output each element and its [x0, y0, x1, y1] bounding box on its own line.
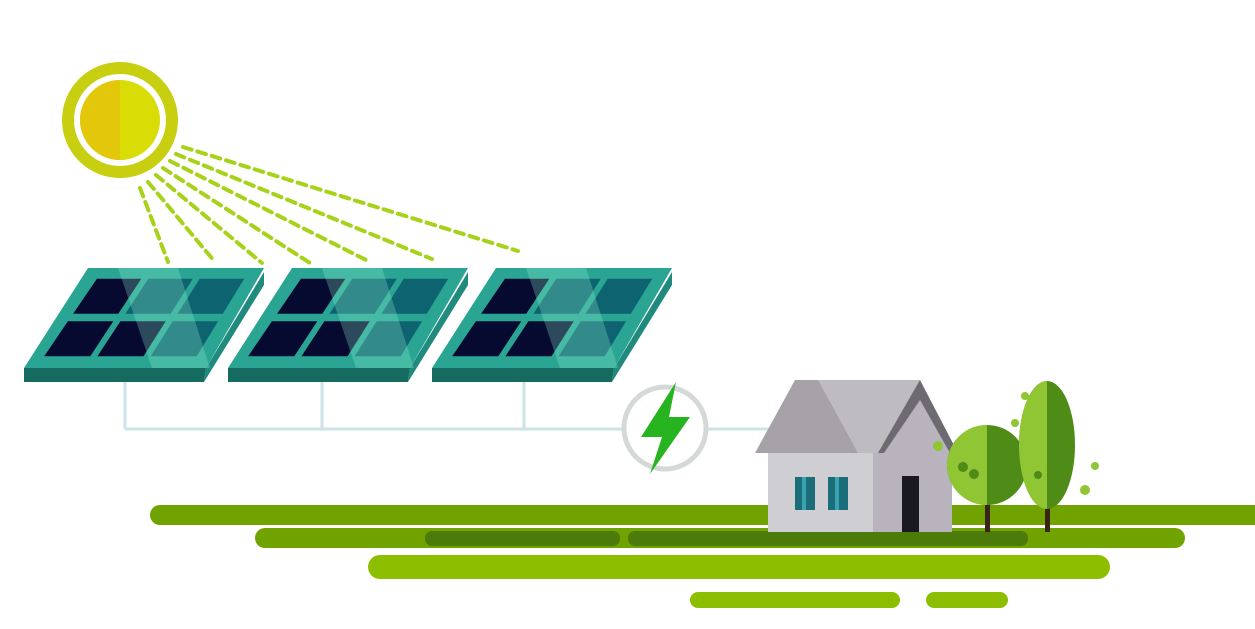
panel-cell	[125, 278, 193, 314]
sun-core-left	[80, 80, 120, 160]
ground-strip-dark-right	[628, 531, 1028, 546]
panel-cell	[381, 278, 449, 314]
house-roof-shade	[818, 380, 920, 453]
trees	[933, 381, 1099, 532]
panel-reflection	[526, 268, 618, 368]
panel-cell	[354, 321, 423, 357]
house-door	[902, 476, 919, 532]
panel-base-side	[408, 272, 468, 382]
tree-icon	[1019, 381, 1075, 532]
tree-crown-tall-light	[1019, 381, 1047, 509]
panel-base-front	[24, 368, 206, 382]
tree-dot	[969, 469, 979, 479]
panel-cell	[505, 321, 574, 357]
panel-base-side	[204, 272, 264, 382]
solar-panels	[24, 268, 672, 382]
panel-base-side	[612, 272, 672, 382]
solar-panel-icon	[24, 268, 264, 382]
lightning-bolt-icon	[621, 382, 709, 474]
house-window-sash-right	[835, 477, 839, 510]
panel-cell	[277, 278, 346, 314]
panel-cell	[585, 278, 653, 314]
panel-cell	[97, 321, 166, 357]
panel-base-front	[432, 368, 614, 382]
sun-icon	[62, 62, 178, 178]
house-icon	[755, 380, 958, 532]
ground-strip-top	[150, 505, 1255, 525]
leaf-dot	[933, 441, 943, 451]
bolt-shape	[641, 382, 690, 474]
panel-cell	[150, 321, 219, 357]
panel-cell	[248, 321, 318, 357]
solar-panel-icon	[228, 268, 468, 382]
panel-reflection	[322, 268, 414, 368]
panel-base-front	[228, 368, 410, 382]
tree-dot	[958, 462, 968, 472]
panel-cell	[329, 278, 397, 314]
panel-cell	[481, 278, 550, 314]
wiring	[123, 380, 770, 431]
ground-strip-top-right	[1110, 505, 1255, 525]
house-wall-front	[768, 450, 878, 532]
leaf-dot	[1091, 462, 1099, 470]
panel-reflection	[118, 268, 210, 368]
tree-dot	[1034, 471, 1042, 479]
ground-strip-dark-left	[425, 531, 620, 546]
ground-strip-light	[368, 555, 1110, 579]
panel-cell	[177, 278, 245, 314]
panel-cell	[73, 278, 142, 314]
panel-cell	[44, 321, 114, 357]
house-roof-edge	[878, 380, 958, 453]
solar-panel-icon	[432, 268, 672, 382]
sun-rays	[138, 145, 520, 265]
leaf-dot	[1080, 485, 1090, 495]
ground-dash-left	[690, 592, 900, 608]
panel-cell	[558, 321, 627, 357]
ground	[150, 505, 1255, 608]
leaf-dot	[1021, 392, 1029, 400]
ground-dash-right	[926, 592, 1008, 608]
tree-icon	[947, 425, 1027, 532]
house-window-sash-left	[802, 477, 806, 510]
leaf-dot	[1011, 419, 1019, 427]
panel-cell	[533, 278, 601, 314]
panel-cell	[452, 321, 522, 357]
panel-cell	[301, 321, 370, 357]
